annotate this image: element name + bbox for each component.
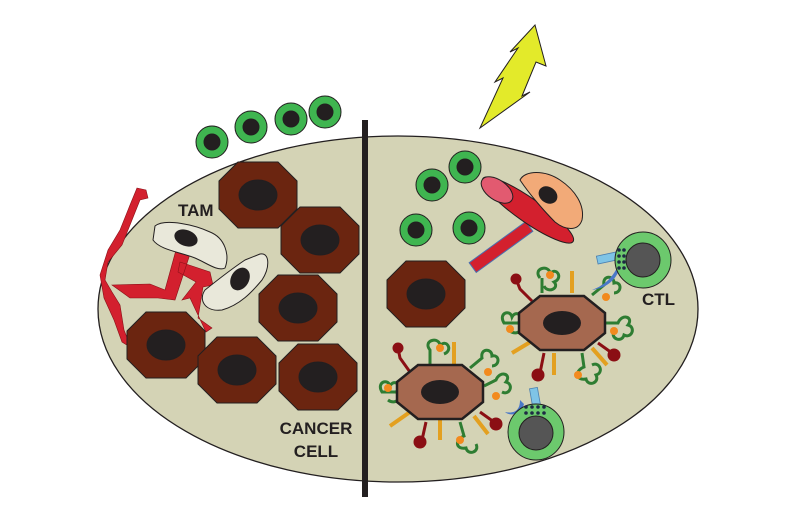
cancer-cell <box>218 161 298 229</box>
t-cell <box>274 102 308 136</box>
t-cell <box>234 110 268 144</box>
cancer-cell-label-line2: CELL <box>294 442 338 461</box>
fibroblast <box>519 172 584 229</box>
ctl-label: CTL <box>642 290 675 309</box>
t-cell <box>399 213 433 247</box>
cancer-cell <box>258 274 338 342</box>
t-cell <box>195 125 229 159</box>
tam-label: TAM <box>178 201 214 220</box>
t-cell <box>415 168 449 202</box>
ctl-cell <box>592 231 672 290</box>
cancer-cell <box>126 311 206 379</box>
tam-macrophage <box>152 222 228 270</box>
blood-vessel-tube <box>468 176 575 274</box>
cancer-cells <box>126 161 466 411</box>
t-cell <box>452 211 486 245</box>
cancer-cell <box>197 336 277 404</box>
immunogenic-cancer-cell <box>378 338 512 454</box>
cancer-cell <box>280 206 360 274</box>
lightning-bolt-icon <box>478 23 547 130</box>
ctl-cell <box>505 386 565 461</box>
divider-bar <box>362 120 368 497</box>
blood-vessel <box>99 187 214 348</box>
immunogenic-cancer-cell <box>500 266 634 385</box>
cancer-cell-label-line1: CANCER <box>280 419 353 438</box>
tam-macrophage <box>201 253 269 311</box>
cancer-cell <box>278 343 358 411</box>
t-cell <box>308 95 342 129</box>
cancer-cell <box>386 260 466 328</box>
t-cell <box>448 150 482 184</box>
t-cells <box>195 95 486 247</box>
